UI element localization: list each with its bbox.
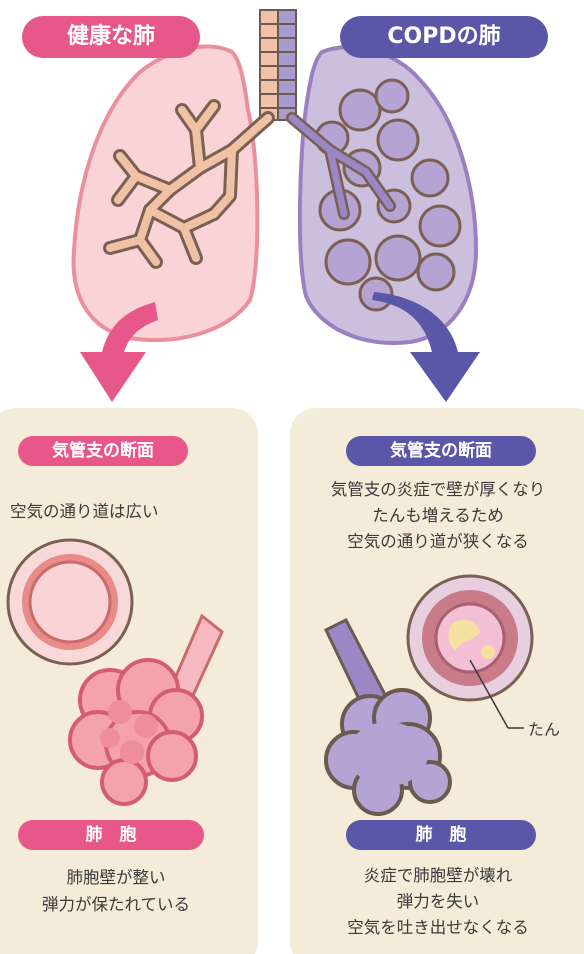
copd-alveoli-text-2: 弾力を失い <box>296 890 580 914</box>
healthy-bronchus-cross-section <box>8 540 132 664</box>
healthy-bronchus-heading: 気管支の断面 <box>18 436 188 466</box>
copd-alveoli-text-3: 空気を吐き出せなくなる <box>296 916 580 940</box>
healthy-alveoli-text-2: 弾力が保たれている <box>0 893 232 917</box>
copd-alveoli-text-1: 炎症で肺胞壁が壊れ <box>296 864 580 888</box>
phlegm-label: たん <box>528 716 560 740</box>
copd-lung-title: COPDの肺 <box>340 16 548 58</box>
copd-bronchus-text-2: たんも増えるため <box>296 504 580 528</box>
healthy-alveoli-heading: 肺 胞 <box>18 820 204 850</box>
healthy-bronchus-text: 空気の通り道は広い <box>10 500 230 524</box>
healthy-lung <box>74 46 268 340</box>
copd-bronchus-heading: 気管支の断面 <box>346 436 536 466</box>
trachea <box>260 10 296 120</box>
healthy-lung-title: 健康な肺 <box>22 16 200 58</box>
copd-bronchus-text-3: 空気の通り道が狭くなる <box>296 530 580 554</box>
copd-bronchus-text-1: 気管支の炎症で壁が厚くなり <box>296 478 580 502</box>
healthy-alveoli-text-1: 肺胞壁が整い <box>0 866 232 890</box>
copd-alveoli-heading: 肺 胞 <box>346 820 536 850</box>
